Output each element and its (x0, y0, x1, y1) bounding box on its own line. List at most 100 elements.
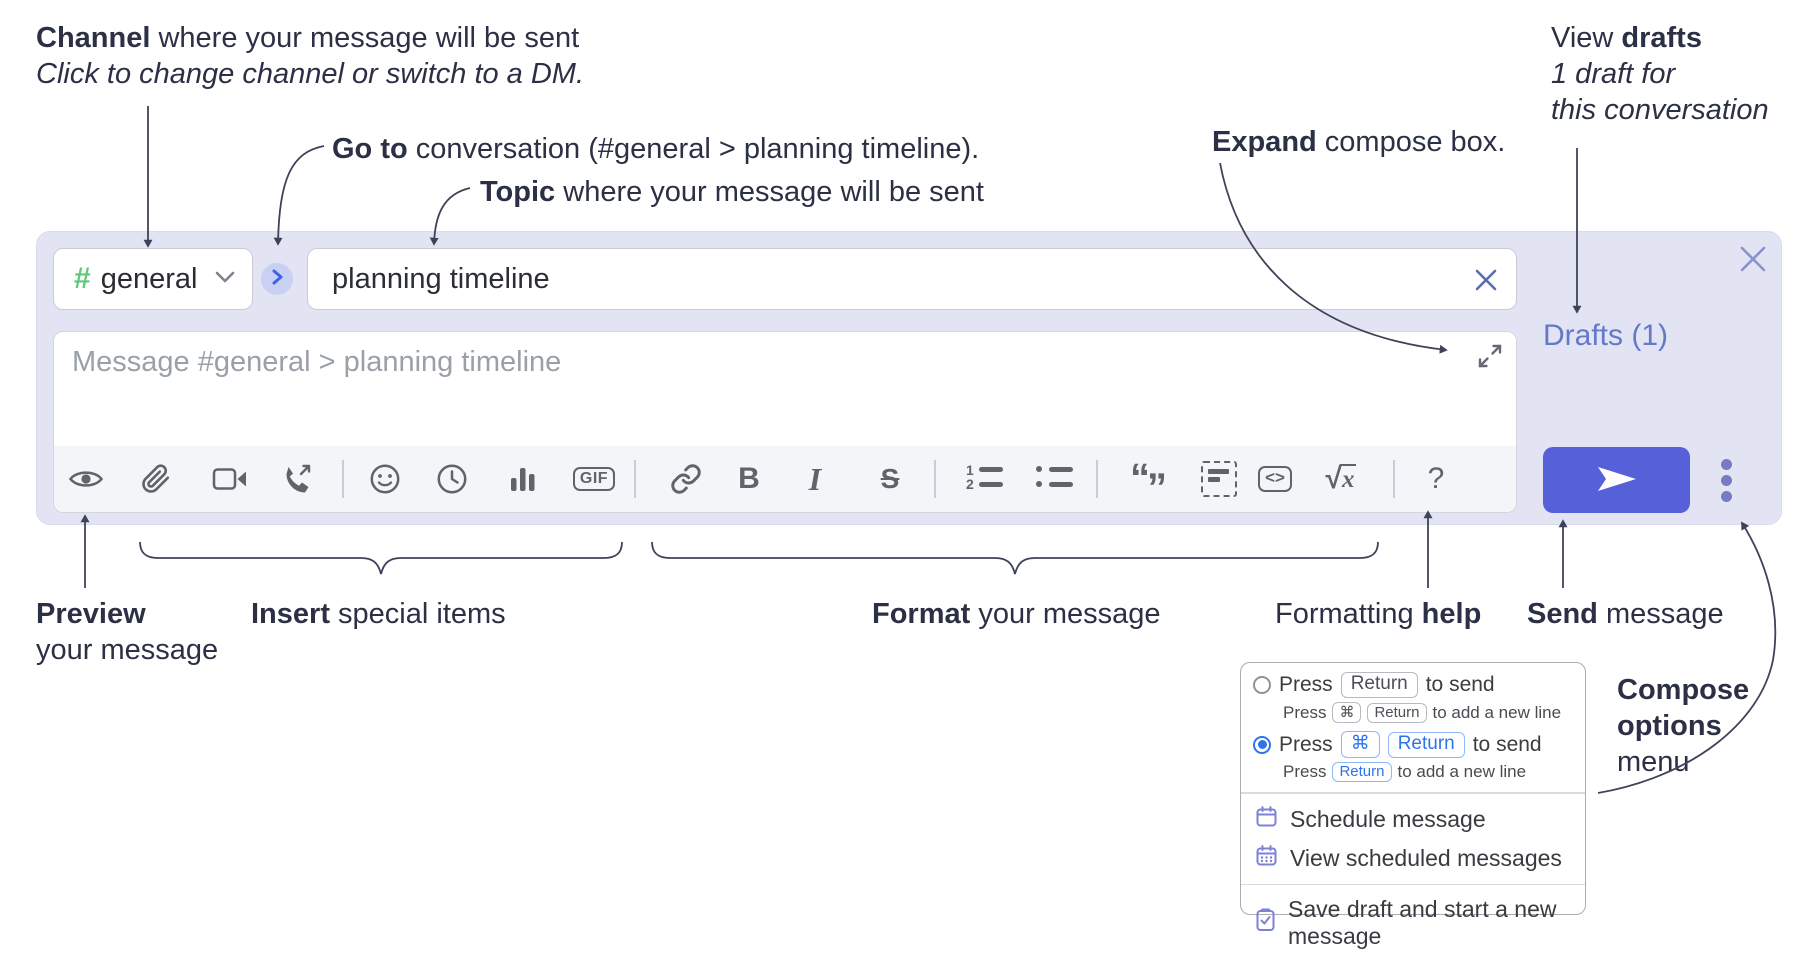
gif-icon[interactable]: GIF (568, 455, 620, 503)
topic-input[interactable] (308, 249, 1516, 309)
channel-annotation-line2: Click to change channel or switch to a D… (36, 58, 585, 90)
italic-label: I (808, 460, 822, 497)
close-compose-icon[interactable] (1737, 243, 1769, 275)
brace-insert-group (139, 541, 623, 575)
link-icon[interactable] (660, 455, 712, 503)
video-call-icon[interactable] (204, 455, 256, 503)
calendar-icon (1255, 805, 1278, 834)
radio-unselected-icon[interactable] (1253, 676, 1271, 694)
numbered-list-icon[interactable]: 1 2 (960, 455, 1012, 503)
compose-options-annotation: Compose options menu (1617, 672, 1749, 780)
quote-open: “ (1130, 456, 1150, 500)
ol-one: 1 (966, 462, 974, 478)
menu-item-label: Schedule message (1290, 805, 1486, 832)
compose-options-menu-button[interactable] (1718, 456, 1734, 504)
menu-item-label: Save draft and start a new message (1288, 896, 1557, 949)
radio1-sub-pre: Press (1283, 702, 1327, 722)
goto-annotation-rest: conversation (#general > planning timeli… (407, 133, 980, 165)
send-annotation-bold: Send (1527, 598, 1598, 630)
format-annotation-rest: your message (970, 598, 1161, 630)
message-input[interactable] (54, 332, 1516, 444)
compose-box: # general (36, 231, 1782, 525)
return-key: Return (1367, 702, 1427, 723)
formatting-help-annotation: Formatting help (1275, 596, 1481, 632)
return-key: Return (1332, 762, 1392, 782)
emoji-icon[interactable] (359, 455, 411, 503)
brace-format-group (651, 541, 1379, 575)
topic-annotation: Topic where your message will be sent (480, 174, 984, 210)
menu-item-view-scheduled[interactable]: View scheduled messages (1241, 839, 1585, 878)
return-key: Return (1387, 731, 1465, 758)
compose-options-menu: Press Return to send Press ⌘ Return to a… (1240, 662, 1586, 949)
audio-call-icon[interactable] (271, 455, 323, 503)
math-icon[interactable]: √x (1315, 455, 1367, 503)
send-annotation-rest: message (1597, 598, 1724, 630)
attach-file-icon[interactable] (130, 455, 182, 503)
radio1-post: to send (1425, 673, 1495, 696)
kebab-dot (1720, 490, 1732, 502)
quote-icon[interactable]: “ ” (1123, 455, 1175, 510)
preview-annotation-line2: your message (36, 634, 219, 666)
chevron-right-icon (270, 268, 284, 291)
drafts-annotation: View drafts 1 draft for this conversatio… (1551, 20, 1769, 128)
strikethrough-icon[interactable]: S (864, 455, 916, 503)
radio-cmd-enter-hint: Press Return to add a new line (1283, 762, 1571, 782)
bold-label: B (738, 462, 760, 495)
preview-annotation: Preview your message (36, 596, 218, 668)
calendar-grid-icon (1255, 844, 1278, 873)
poll-icon[interactable] (497, 455, 549, 503)
math-x-glyph: x (1339, 464, 1357, 493)
radio2-pre: Press (1279, 732, 1333, 756)
goto-conversation-button[interactable] (261, 263, 293, 295)
strikethrough-label: S (880, 463, 900, 494)
radio2-sub-post: to add a new line (1397, 762, 1527, 781)
help-label: ? (1427, 462, 1445, 495)
quote-close: ” (1147, 466, 1167, 510)
gif-label: GIF (572, 467, 616, 491)
code-icon[interactable]: <> (1249, 455, 1301, 503)
kebab-dot (1720, 474, 1732, 486)
compose-toolbar: GIF B I S 1 2 (54, 446, 1516, 512)
message-box: GIF B I S 1 2 (53, 331, 1517, 513)
toolbar-divider (1096, 460, 1098, 498)
radio-selected-icon[interactable] (1253, 735, 1271, 754)
send-button[interactable] (1543, 447, 1690, 513)
help-annotation-pre: Formatting (1275, 598, 1422, 630)
chevron-down-icon (214, 270, 236, 289)
radio1-sub-post: to add a new line (1432, 702, 1562, 722)
drafts-link[interactable]: Drafts (1) (1543, 319, 1669, 352)
insert-annotation: Insert special items (251, 596, 506, 632)
clear-topic-icon[interactable] (1472, 266, 1500, 294)
send-plane-icon (1596, 464, 1638, 497)
expand-annotation: Expand compose box. (1212, 124, 1505, 160)
kebab-dot (1720, 458, 1732, 470)
channel-annotation-rest: where your message will be sent (150, 22, 580, 54)
toolbar-divider (634, 460, 636, 498)
radio-cmd-enter-to-send[interactable]: Press ⌘ Return to send (1253, 731, 1571, 758)
insert-annotation-bold: Insert (251, 598, 330, 630)
menu-item-save-draft[interactable]: Save draft and start a new message (1241, 891, 1585, 955)
toolbar-divider (934, 460, 936, 498)
preview-eye-icon[interactable] (60, 455, 112, 503)
goto-annotation: Go to conversation (#general > planning … (332, 131, 979, 167)
format-annotation-bold: Format (872, 598, 971, 630)
channel-selector[interactable]: # general (53, 248, 253, 310)
formatting-help-icon[interactable]: ? (1410, 455, 1462, 503)
expand-annotation-bold: Expand (1212, 126, 1317, 158)
radio-enter-to-send[interactable]: Press Return to send (1253, 672, 1571, 698)
compose-options-line3: menu (1617, 746, 1690, 778)
bold-icon[interactable]: B (723, 455, 775, 503)
italic-icon[interactable]: I (789, 455, 841, 503)
cmd-key: ⌘ (1340, 731, 1380, 758)
topic-annotation-bold: Topic (480, 176, 556, 208)
channel-name: general (100, 262, 198, 295)
menu-item-schedule-message[interactable]: Schedule message (1241, 800, 1585, 839)
radio2-post: to send (1472, 732, 1542, 756)
drafts-annotation-line3: this conversation (1551, 94, 1769, 126)
spoiler-icon[interactable] (1193, 455, 1245, 503)
drafts-annotation-bold: drafts (1621, 22, 1702, 54)
bulleted-list-icon[interactable] (1030, 455, 1082, 503)
expand-compose-icon[interactable] (1476, 342, 1504, 370)
global-time-icon[interactable] (426, 455, 478, 503)
compose-options-line1: Compose (1617, 674, 1750, 706)
